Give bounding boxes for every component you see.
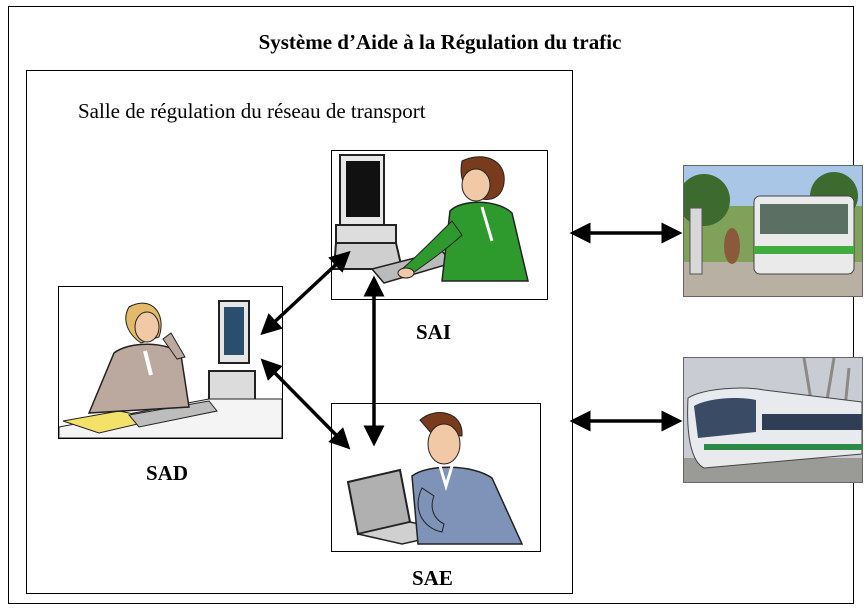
sai-operator-illustration bbox=[331, 150, 548, 300]
arrow-sad-sai bbox=[260, 250, 351, 336]
sai-label: SAI bbox=[416, 320, 452, 344]
tram-photo bbox=[683, 357, 863, 483]
bus-stop-photo bbox=[683, 165, 863, 297]
sae-operator-illustration bbox=[331, 403, 541, 552]
diagram-title: Système d’Aide à la Régulation du trafic bbox=[258, 30, 622, 54]
system-frame bbox=[8, 6, 854, 604]
sae-label: SAE bbox=[412, 566, 453, 590]
sad-label: SAD bbox=[146, 461, 189, 485]
arrow-sad-sae bbox=[260, 358, 351, 450]
control-room-label: Salle de régulation du réseau de transpo… bbox=[78, 99, 426, 123]
sad-operator-illustration bbox=[58, 286, 283, 439]
control-room-frame bbox=[26, 70, 573, 594]
